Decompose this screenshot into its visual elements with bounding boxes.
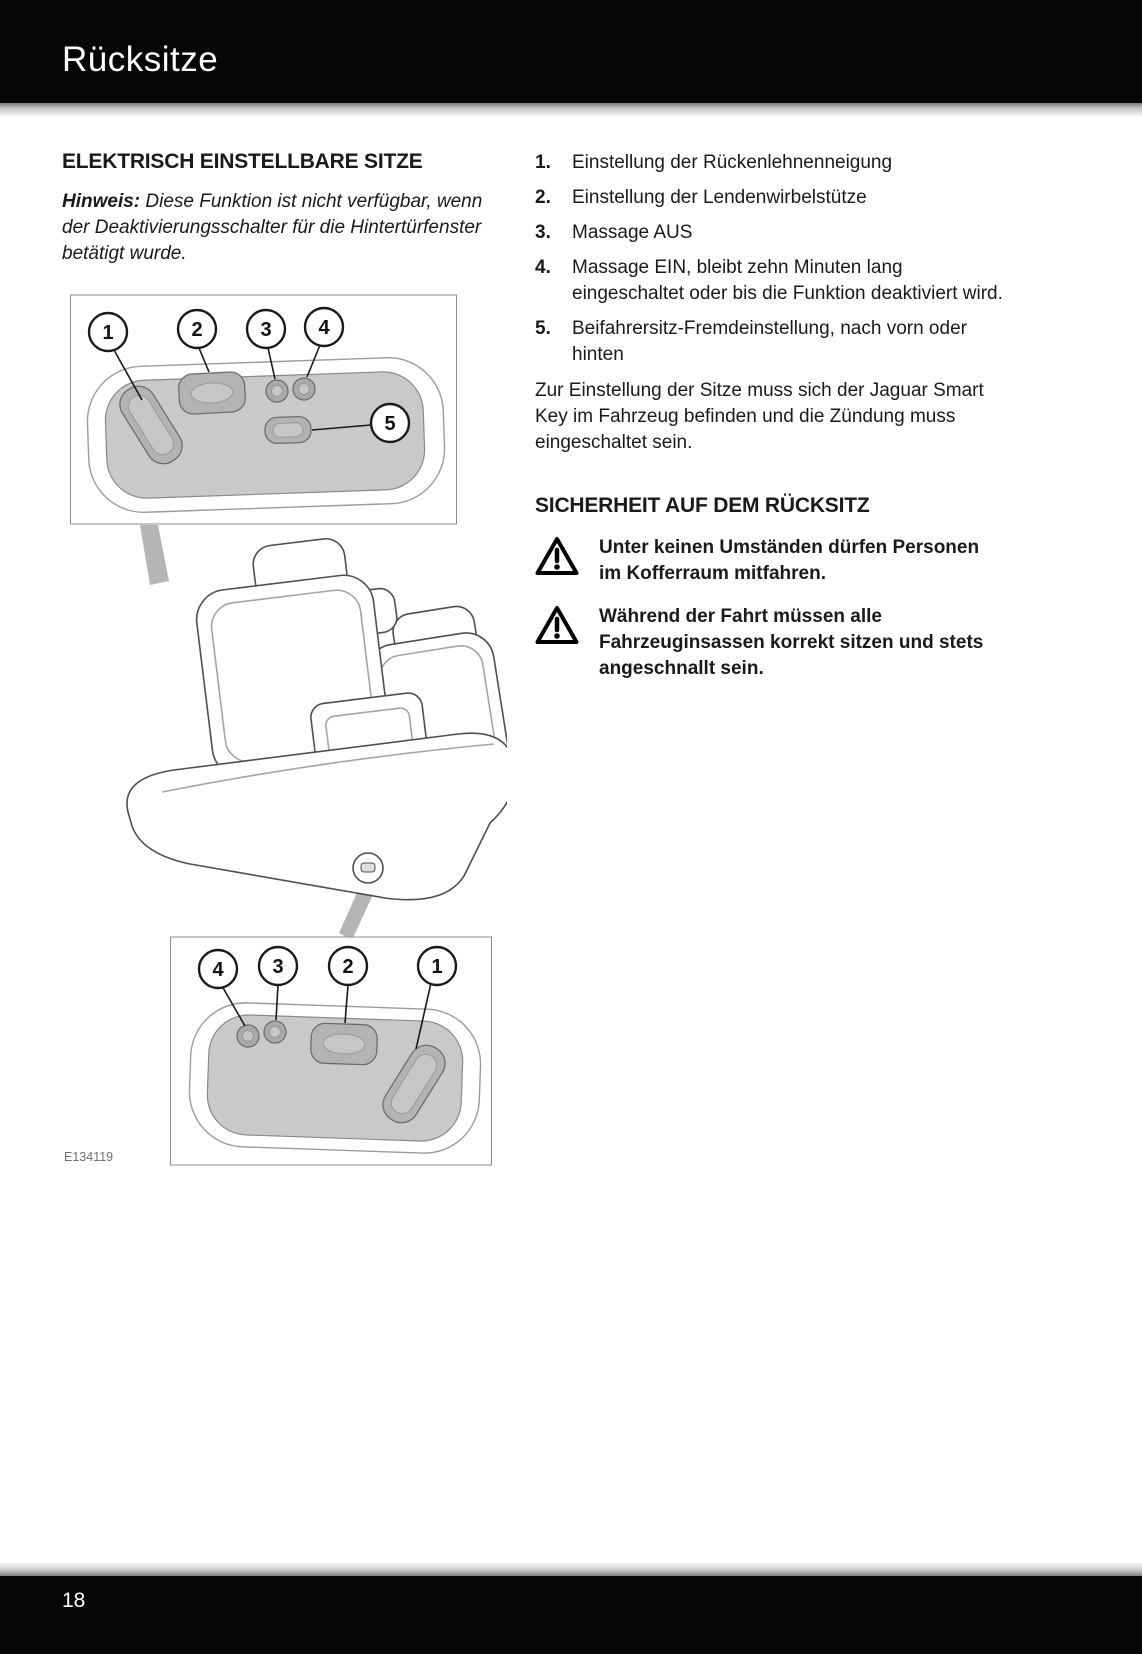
warning-text: Während der Fahrt müssen alle Fahrzeugin… bbox=[599, 606, 984, 679]
bottom-panel-diagram: 4 3 2 1 bbox=[170, 936, 492, 1166]
massage-on-button-graphic-2 bbox=[236, 1024, 260, 1048]
list-text: Massage EIN, bleibt zehn Minuten lang ei… bbox=[572, 257, 1003, 304]
note-text: Diese Funktion ist nicht verfügbar, wenn… bbox=[62, 191, 483, 264]
figure-e134119: 1 2 3 4 5 bbox=[64, 294, 507, 1166]
list-number: 1. bbox=[535, 152, 551, 173]
callout-description-list: 1. Einstellung der Rückenlehnenneigung 2… bbox=[535, 150, 1065, 368]
lumbar-switch-graphic-2 bbox=[310, 1022, 378, 1066]
callout-bottom-4: 4 bbox=[212, 959, 224, 981]
warning-item-2: Während der Fahrt müssen alle Fahrzeugin… bbox=[535, 604, 1065, 682]
list-text: Massage AUS bbox=[572, 222, 693, 243]
list-text: Beifahrersitz-Fremdeinstellung, nach vor… bbox=[572, 318, 967, 365]
list-item-2: 2. Einstellung der Lendenwirbelstütze bbox=[535, 185, 1065, 211]
passenger-seat-switch-graphic bbox=[264, 415, 312, 445]
recline-switch-graphic bbox=[119, 385, 183, 465]
list-item-5: 5. Beifahrersitz-Fremdeinstellung, nach … bbox=[535, 316, 1065, 368]
bottom-leader-lines bbox=[221, 982, 432, 1050]
warning-icon-wrap bbox=[535, 604, 599, 682]
list-number: 2. bbox=[535, 187, 551, 208]
header-gradient-strip bbox=[0, 103, 1142, 116]
footer-gradient-strip bbox=[0, 1563, 1142, 1576]
recline-switch-graphic-2 bbox=[382, 1044, 446, 1124]
callout-top-4: 4 bbox=[318, 317, 330, 339]
right-column: 1. Einstellung der Rückenlehnenneigung 2… bbox=[535, 150, 1065, 682]
arrow-seat-to-panel bbox=[339, 884, 376, 940]
section-title-safety: SICHERHEIT AUF DEM RÜCKSITZ bbox=[535, 494, 870, 517]
list-item-3: 3. Massage AUS bbox=[535, 220, 1065, 246]
smart-key-paragraph: Zur Einstellung der Sitze muss sich der … bbox=[535, 380, 984, 453]
callout-bottom-3: 3 bbox=[272, 956, 283, 978]
callout-bottom-2: 2 bbox=[342, 956, 353, 978]
arrow-panel-to-seat bbox=[140, 525, 169, 585]
callout-bottom-1: 1 bbox=[431, 956, 442, 978]
lumbar-switch-graphic bbox=[178, 371, 246, 415]
massage-on-button-graphic bbox=[292, 377, 316, 401]
list-text: Einstellung der Rückenlehnenneigung bbox=[572, 152, 893, 173]
list-number: 4. bbox=[535, 257, 551, 278]
warning-icon-wrap bbox=[535, 535, 599, 587]
warning-triangle-icon bbox=[535, 606, 579, 644]
rear-seat-illustration bbox=[126, 537, 507, 901]
callout-top-1: 1 bbox=[102, 322, 113, 344]
top-leader-lines bbox=[113, 344, 372, 431]
warning-triangle-icon bbox=[535, 537, 579, 575]
list-number: 3. bbox=[535, 222, 551, 243]
callout-top-3: 3 bbox=[260, 319, 271, 341]
section-title-electric-seats: ELEKTRISCH EINSTELLBARE SITZE bbox=[62, 150, 423, 173]
figure-caption: E134119 bbox=[64, 1150, 113, 1164]
note-label: Hinweis: bbox=[62, 191, 141, 212]
list-item-4: 4. Massage EIN, bleibt zehn Minuten lang… bbox=[535, 255, 1065, 307]
page-number: 18 bbox=[62, 1589, 86, 1612]
callout-top-5: 5 bbox=[384, 413, 395, 435]
page-header: Rücksitze bbox=[0, 0, 1142, 103]
list-text: Einstellung der Lendenwirbelstütze bbox=[572, 187, 867, 208]
page-title: Rücksitze bbox=[62, 40, 219, 79]
list-number: 5. bbox=[535, 318, 551, 339]
bottom-callouts: 4 3 2 1 bbox=[197, 945, 458, 990]
warning-text: Unter keinen Umständen dürfen Personen i… bbox=[599, 537, 980, 584]
callout-top-2: 2 bbox=[191, 319, 202, 341]
left-column: ELEKTRISCH EINSTELLBARE SITZE Hinweis: D… bbox=[62, 150, 510, 1166]
note-paragraph: Hinweis: Diese Funktion ist nicht verfüg… bbox=[62, 189, 510, 267]
massage-off-button-graphic bbox=[265, 379, 289, 403]
massage-off-button-graphic-2 bbox=[263, 1020, 287, 1044]
warning-item-1: Unter keinen Umständen dürfen Personen i… bbox=[535, 535, 1065, 587]
list-item-1: 1. Einstellung der Rückenlehnenneigung bbox=[535, 150, 1065, 176]
top-panel-diagram: 1 2 3 4 5 bbox=[70, 294, 457, 525]
top-callouts: 1 2 3 4 5 bbox=[87, 306, 411, 444]
page-footer: 18 bbox=[0, 1576, 1142, 1654]
